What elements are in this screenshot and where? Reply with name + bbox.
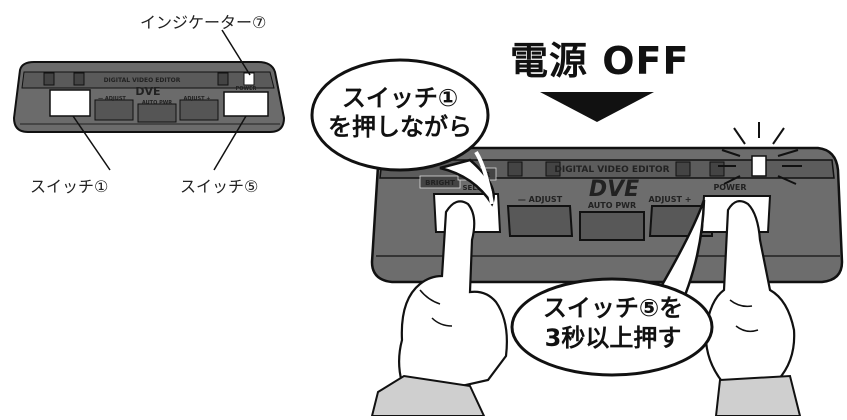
device-header: DIGITAL VIDEO EDITOR <box>554 165 669 175</box>
label-adjust-plus: ADJUST + <box>648 195 691 204</box>
device-logo: DVE <box>589 177 639 202</box>
switch-5-label: スイッチ⑤ <box>180 177 259 196</box>
small-device: DIGITAL VIDEO EDITOR DVE — ADJUST AUTO P… <box>12 29 286 171</box>
right-speech-bubble <box>510 277 714 377</box>
leader-switch-1 <box>72 115 111 171</box>
small-device-logo: DVE <box>135 85 160 98</box>
left-bubble-line-2: を押しながら <box>328 113 472 141</box>
right-bubble-line-1: スイッチ⑤を <box>542 294 684 322</box>
indicator-label: インジケーター⑦ <box>140 13 267 32</box>
left-bubble-line-1: スイッチ① <box>341 84 459 112</box>
left-hand <box>370 200 508 417</box>
small-switch-1 <box>49 89 91 117</box>
small-auto-pwr: AUTO PWR <box>142 100 172 106</box>
label-power: POWER <box>713 183 746 192</box>
small-switch-5 <box>223 91 269 117</box>
small-power: POWER <box>236 86 257 92</box>
left-speech-bubble <box>310 58 490 172</box>
label-bright: BRIGHT <box>425 179 455 187</box>
power-off-title: 電源 OFF <box>510 39 690 83</box>
indicator-light <box>751 155 767 177</box>
right-bubble-line-2: 3秒以上押す <box>544 324 682 352</box>
small-device-header: DIGITAL VIDEO EDITOR <box>104 77 181 84</box>
leader-switch-5 <box>213 115 247 171</box>
blink-rays <box>718 122 802 185</box>
leader-indicator <box>221 29 251 76</box>
label-adjust-minus: — ADJUST <box>518 195 563 204</box>
right-hand <box>704 199 802 417</box>
down-arrow-icon <box>540 92 654 122</box>
switch-1-label: スイッチ① <box>30 177 109 196</box>
label-auto-pwr: AUTO PWR <box>588 201 636 210</box>
small-adjust-plus: ADJUST + <box>184 96 211 102</box>
small-adjust-minus: — ADJUST <box>98 96 126 102</box>
